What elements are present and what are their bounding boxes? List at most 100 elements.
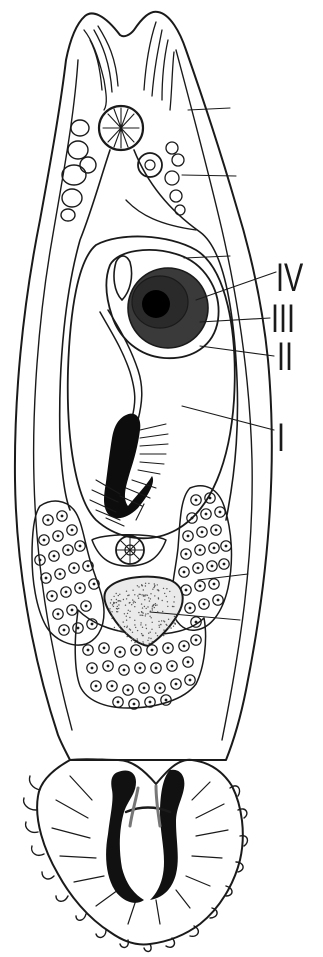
testis-stipple-dot [148, 637, 149, 638]
testis-stipple-dot [162, 600, 163, 601]
vitellarium-cell-nucleus [51, 595, 54, 598]
vitellarium-cell-nucleus [159, 687, 162, 690]
vitellarium-cell-nucleus [123, 669, 126, 672]
vitellarium-cell-nucleus [183, 645, 186, 648]
testis-stipple-dot [118, 630, 119, 631]
vitellarium-cell-nucleus [185, 589, 188, 592]
testis-stipple-dot [113, 606, 114, 607]
testis-stipple-dot [145, 624, 146, 625]
vitellarium-cell-nucleus [189, 679, 192, 682]
testis-stipple-dot [135, 602, 136, 603]
testis-stipple-dot [150, 638, 151, 639]
acetabulum-radial-lines [116, 536, 144, 564]
testis-stipple-dot [142, 641, 143, 642]
testis-stipple-dot [166, 596, 167, 597]
testis-stipple-dot [129, 617, 130, 618]
label-iv: IV [276, 258, 303, 298]
vitellarium-cell-nucleus [205, 513, 208, 516]
testis-stipple-dot [153, 604, 154, 605]
testis-stipple-dot [126, 598, 127, 599]
testis-stipple-dot [144, 595, 145, 596]
testis-stipple-dot [124, 626, 125, 627]
vitellarium-cell-nucleus [47, 519, 50, 522]
nucleolus [142, 290, 170, 318]
testis-stipple-dot [134, 642, 135, 643]
testis-stipple-dot [141, 594, 142, 595]
testis-stipple-dot [123, 599, 124, 600]
testis-stipple-dot [163, 629, 164, 630]
vitellarium-cell-nucleus [65, 591, 68, 594]
testis-stipple-dot [144, 606, 145, 607]
testis-stipple-dot [133, 601, 134, 602]
testis-stipple-dot [162, 611, 163, 612]
testis-stipple-dot [132, 638, 133, 639]
testis-stipple-dot [148, 583, 149, 584]
testis-stipple-dot [112, 604, 113, 605]
testis-stipple-dot [172, 606, 173, 607]
testis-stipple-dot [147, 613, 148, 614]
testis-stipple-dot [143, 635, 144, 636]
testis-stipple-dot [109, 611, 110, 612]
testis-stipple-dot [109, 608, 110, 609]
ovary-inner-left [114, 256, 132, 300]
cirrus-organ [104, 414, 153, 519]
vitellarium-cell-nucleus [189, 607, 192, 610]
testis-stipple-dot [152, 589, 153, 590]
anterior-right-gland [144, 22, 174, 110]
testis-stipple-dot [145, 585, 146, 586]
testis-stipple-dot [174, 596, 175, 597]
testis-stipple-dot [137, 640, 138, 641]
vitellarium-cell-nucleus [57, 613, 60, 616]
testis-stipple-dot [174, 616, 175, 617]
testis-stipple-dot [125, 605, 126, 606]
testis-stipple-dot [149, 643, 150, 644]
testis-stipple-dot [160, 624, 161, 625]
testis-stipple-dot [153, 587, 154, 588]
testis-stipple-dot [116, 593, 117, 594]
testis-stipple-dot [148, 597, 149, 598]
testis-stipple-dot [137, 595, 138, 596]
testis-stipple-dot [167, 606, 168, 607]
testis-stipple-dot [126, 620, 127, 621]
testis-stipple-dot [135, 627, 136, 628]
testis-stipple-dot [168, 627, 169, 628]
label-i: I [277, 418, 285, 458]
testis-stipple-dot [132, 632, 133, 633]
testis-stipple-dot [173, 601, 174, 602]
testis-stipple-dot [148, 633, 149, 634]
vitellarium-cell-nucleus [215, 529, 218, 532]
testis-stipple-dot [140, 594, 141, 595]
testis-stipple-dot [111, 615, 112, 616]
testis-stipple-dot [176, 619, 177, 620]
testis-stipple-dot [129, 611, 130, 612]
testis-stipple-dot [138, 586, 139, 587]
testis-stipple-dot [145, 594, 146, 595]
testis-stipple-dot [123, 621, 124, 622]
testis-stipple-dot [133, 602, 134, 603]
testis-stipple-dot [141, 615, 142, 616]
vitellarium-cell-nucleus [201, 531, 204, 534]
testis-stipple-dot [118, 604, 119, 605]
vitellarium-cell-nucleus [95, 685, 98, 688]
testis-stipple-dot [169, 591, 170, 592]
testis-stipple-dot [150, 598, 151, 599]
testis-stipple-dot [113, 602, 114, 603]
vitellarium-cell-nucleus [103, 647, 106, 650]
testis-stipple-dot [132, 599, 133, 600]
testis-stipple-dot [140, 622, 141, 623]
vitellarium-cell-nucleus [61, 515, 64, 518]
testis-stipple-dot [126, 616, 127, 617]
testis-stipple-dot [143, 643, 144, 644]
testis-stipple-dot [156, 604, 157, 605]
vitellarium-cell-nucleus [111, 685, 114, 688]
vitellarium-cell-nucleus [209, 497, 212, 500]
vitellarium-cell-nucleus [79, 587, 82, 590]
testis-stipple-dot [143, 589, 144, 590]
testis-stipple-dot [110, 602, 111, 603]
testis-stipple-dot [152, 622, 153, 623]
vitellarium-cell-nucleus [93, 583, 96, 586]
testis-stipple-dot [144, 599, 145, 600]
vitellarium-cell-nucleus [183, 571, 186, 574]
testis-stipple-dot [127, 626, 128, 627]
testis-stipple-dot [128, 610, 129, 611]
